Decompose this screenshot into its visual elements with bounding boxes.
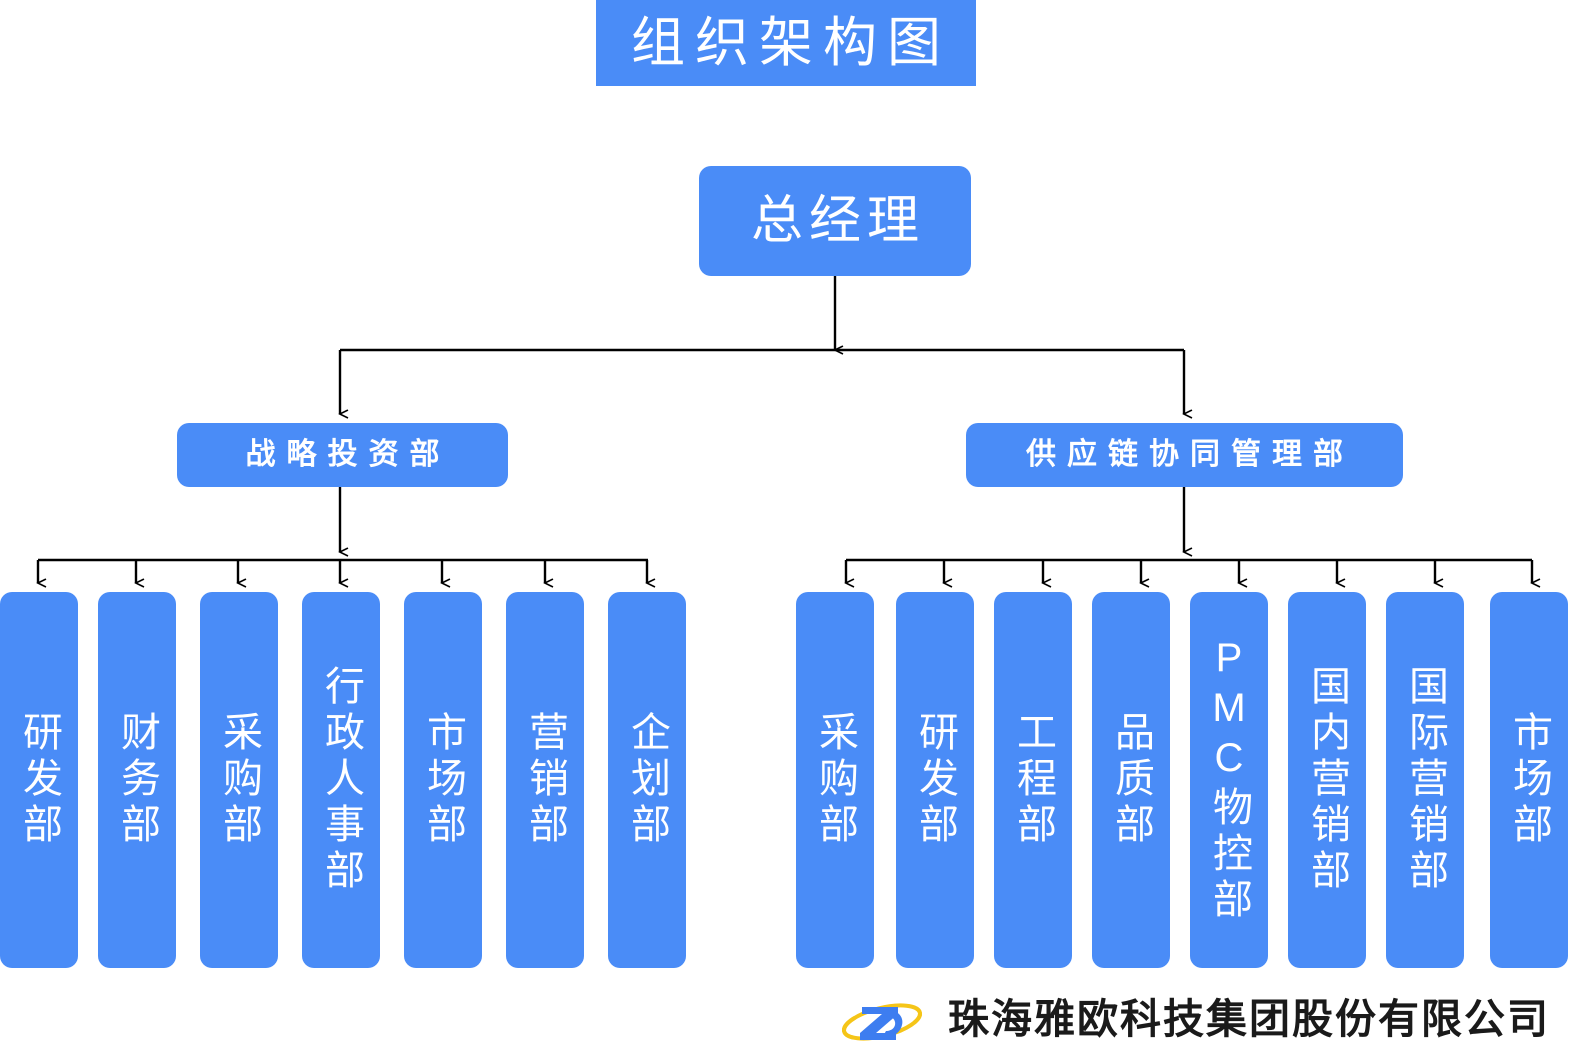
company-name: 珠海雅欧科技集团股份有限公司 xyxy=(948,994,1550,1043)
leaf-node[interactable]: PMC物控部 xyxy=(1190,592,1268,968)
leaf-node[interactable]: 国际营销部 xyxy=(1386,592,1464,968)
node-label: PMC物控部 xyxy=(1207,636,1251,924)
footer: 珠海雅欧科技集团股份有限公司 xyxy=(840,986,1550,1052)
leaf-node[interactable]: 企划部 xyxy=(608,592,686,968)
leaf-node[interactable]: 研发部 xyxy=(896,592,974,968)
company-logo-icon xyxy=(842,1003,922,1041)
leaf-node[interactable]: 行政人事部 xyxy=(302,592,380,968)
leaf-node[interactable]: 营销部 xyxy=(506,592,584,968)
node-general-manager[interactable]: 总经理 xyxy=(699,166,971,276)
node-label: 工程部 xyxy=(1011,711,1055,849)
node-label: 总经理 xyxy=(750,192,925,250)
leaf-node[interactable]: 研发部 xyxy=(0,592,78,968)
node-label: 国内营销部 xyxy=(1305,665,1349,895)
leaf-node[interactable]: 品质部 xyxy=(1092,592,1170,968)
node-label: 研发部 xyxy=(17,711,61,849)
node-label: 研发部 xyxy=(913,711,957,849)
node-label: 采购部 xyxy=(217,711,261,849)
page-title: 组织架构图 xyxy=(631,13,951,73)
node-label: 战略投资部 xyxy=(245,438,451,471)
node-strategic-investment-dept[interactable]: 战略投资部 xyxy=(177,423,508,487)
node-label: 企划部 xyxy=(625,711,669,849)
node-label: 市场部 xyxy=(1507,711,1551,849)
leaf-node[interactable]: 采购部 xyxy=(200,592,278,968)
node-label: 品质部 xyxy=(1109,711,1153,849)
node-label: 市场部 xyxy=(421,711,465,849)
node-label: 供应链协同管理部 xyxy=(1026,438,1354,471)
leaf-node[interactable]: 国内营销部 xyxy=(1288,592,1366,968)
node-label: 行政人事部 xyxy=(319,665,363,895)
leaf-node[interactable]: 财务部 xyxy=(98,592,176,968)
leaf-node[interactable]: 市场部 xyxy=(404,592,482,968)
leaf-node[interactable]: 采购部 xyxy=(796,592,874,968)
node-label: 财务部 xyxy=(115,711,159,849)
page-title-banner: 组织架构图 xyxy=(596,0,976,86)
node-label: 营销部 xyxy=(523,711,567,849)
node-label: 采购部 xyxy=(813,711,857,849)
leaf-node[interactable]: 市场部 xyxy=(1490,592,1568,968)
node-supply-chain-dept[interactable]: 供应链协同管理部 xyxy=(966,423,1403,487)
leaf-node[interactable]: 工程部 xyxy=(994,592,1072,968)
node-label: 国际营销部 xyxy=(1403,665,1447,895)
